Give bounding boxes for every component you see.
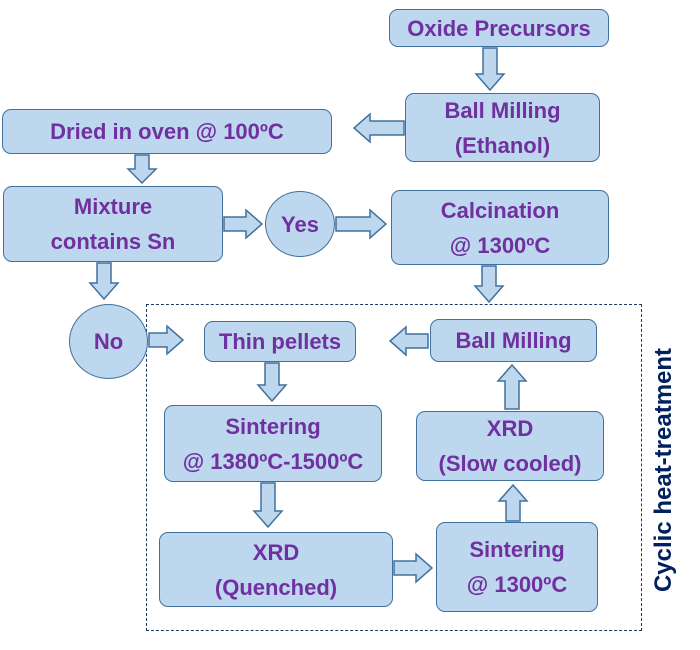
yes-decision-node: Yes	[265, 191, 335, 257]
arrow-sintering1300-to-xrdslow	[497, 483, 529, 522]
ball-milling-ethanol-line1: Ball Milling	[444, 97, 561, 123]
no-decision-node: No	[69, 304, 148, 379]
sintering-range-line2: @ 1380ºC-1500ºC	[182, 448, 364, 474]
arrow-xrdquenched-to-sintering1300	[393, 552, 434, 584]
oxide-precursors-label: Oxide Precursors	[407, 15, 591, 41]
arrow-ballmilling-to-dried	[352, 112, 405, 144]
xrd-quenched-line1: XRD	[252, 539, 300, 565]
sintering-range-line1: Sintering	[225, 413, 321, 439]
ball-milling-box: Ball Milling	[430, 319, 597, 362]
no-label: No	[93, 329, 124, 354]
calcination-line1: Calcination	[440, 197, 560, 223]
xrd-quenched-line2: (Quenched)	[214, 574, 338, 600]
thin-pellets-box: Thin pellets	[204, 321, 356, 362]
arrow-thinpellets-to-sintering	[256, 362, 288, 403]
mixture-contains-sn-line1: Mixture	[73, 194, 153, 219]
arrow-mixture-to-yes	[223, 208, 264, 240]
xrd-slow-cooled-line1: XRD	[486, 416, 534, 441]
cyclic-heat-treatment-region	[146, 304, 642, 631]
dried-in-oven-box: Dried in oven @ 100ºC	[2, 109, 332, 154]
calcination-box: Calcination @ 1300ºC	[391, 190, 609, 265]
calcination-line2: @ 1300ºC	[449, 232, 551, 258]
arrow-no-to-thinpellets	[148, 324, 185, 356]
mixture-contains-sn-line2: contains Sn	[50, 229, 176, 254]
mixture-contains-sn-box: Mixture contains Sn	[3, 186, 223, 262]
oxide-precursors-box: Oxide Precursors	[389, 9, 609, 47]
arrow-xrdslow-to-ballmilling	[496, 363, 528, 410]
xrd-slow-cooled-box: XRD (Slow cooled)	[416, 411, 604, 481]
ball-milling-ethanol-line2: (Ethanol)	[454, 132, 551, 158]
arrow-calcination-to-cycle	[473, 265, 505, 304]
arrow-yes-to-calcination	[335, 208, 388, 240]
sintering-1300-line1: Sintering	[469, 537, 565, 562]
arrow-dried-to-mixture	[126, 154, 158, 185]
ball-milling-ethanol-box: Ball Milling (Ethanol)	[405, 93, 600, 162]
dried-in-oven-label: Dried in oven @ 100ºC	[50, 119, 284, 144]
arrow-mixture-to-no	[88, 262, 120, 301]
arrow-sintering-to-xrdquenched	[252, 482, 284, 529]
yes-label: Yes	[281, 211, 319, 237]
ball-milling-label: Ball Milling	[455, 328, 572, 353]
xrd-quenched-box: XRD (Quenched)	[159, 532, 393, 607]
xrd-slow-cooled-line2: (Slow cooled)	[438, 451, 582, 476]
sintering-1300-line2: @ 1300ºC	[466, 572, 568, 597]
arrow-ballmilling-to-thinpellets	[388, 325, 429, 357]
sintering-1300-box: Sintering @ 1300ºC	[436, 522, 598, 612]
thin-pellets-label: Thin pellets	[218, 329, 342, 354]
sintering-range-box: Sintering @ 1380ºC-1500ºC	[164, 405, 382, 482]
arrow-precursors-to-ballmilling	[474, 47, 506, 92]
